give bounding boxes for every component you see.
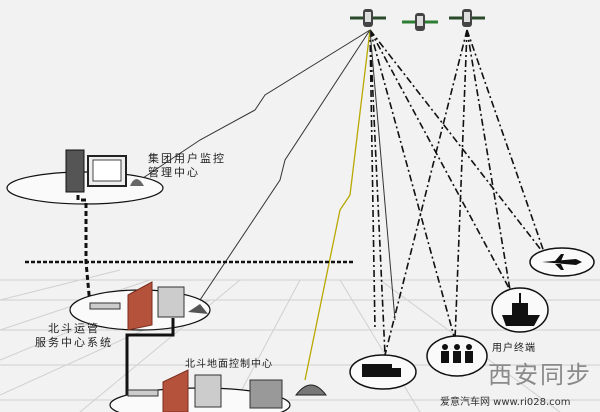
ground-control-node bbox=[109, 369, 328, 412]
truck-terminal bbox=[349, 354, 417, 390]
user-terminal-label: 用户终端 bbox=[492, 343, 536, 354]
satellite-links bbox=[369, 29, 546, 356]
ops-center-node bbox=[69, 281, 211, 331]
ship-terminal bbox=[491, 287, 549, 333]
lan-cable bbox=[76, 195, 92, 306]
backbone-cable bbox=[125, 318, 175, 395]
people-terminal bbox=[426, 335, 488, 377]
satellite-icon bbox=[402, 13, 438, 31]
group-monitor-label-line1: 集团用户监控 bbox=[148, 152, 226, 165]
watermark-site: 爱意汽车网 www.ri028.com bbox=[440, 397, 571, 408]
satellite-icon bbox=[350, 9, 386, 27]
watermark-brand: 西安同步 bbox=[488, 361, 592, 389]
group-monitor-label-line2: 管理中心 bbox=[148, 166, 200, 179]
group-monitor-node bbox=[6, 149, 164, 205]
ops-center-label-line2: 服务中心系统 bbox=[35, 336, 113, 349]
ops-center-label: 北斗运管 服务中心系统 bbox=[35, 322, 113, 350]
ground-control-label: 北斗地面控制中心 bbox=[185, 359, 273, 370]
airplane-terminal bbox=[529, 247, 595, 277]
group-monitor-label: 集团用户监控 管理中心 bbox=[148, 152, 226, 180]
satellite-icon bbox=[449, 9, 485, 27]
ops-center-label-line1: 北斗运管 bbox=[48, 322, 100, 335]
uplinks bbox=[139, 29, 396, 381]
